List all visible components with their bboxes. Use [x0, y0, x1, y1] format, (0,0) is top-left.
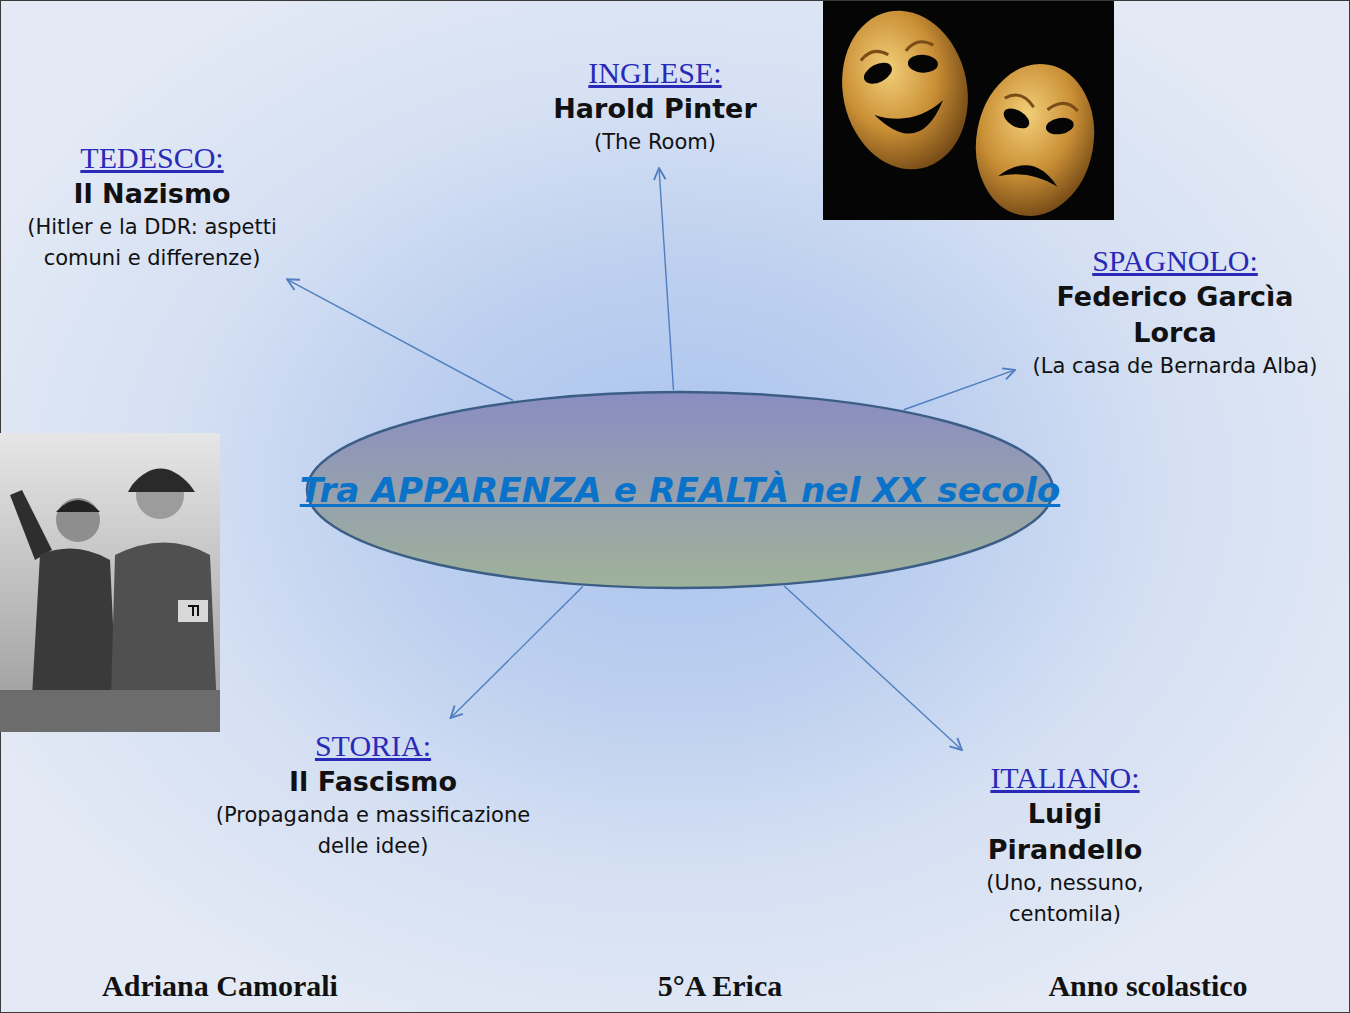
- connector-arrow: [904, 370, 1015, 410]
- subject-heading: ITALIANO:: [960, 760, 1170, 796]
- theatre-masks-picture: [823, 0, 1114, 227]
- connector-arrow: [659, 168, 673, 390]
- footer-label: Adriana Camorali: [102, 968, 338, 1004]
- connector-arrow: [451, 587, 583, 718]
- topic-detail: (Hitler e la DDR: aspetti comuni e diffe…: [27, 212, 277, 274]
- topic-name: Luigi Pirandello: [960, 796, 1170, 868]
- topic-name: Harold Pinter: [495, 91, 815, 127]
- subject-heading: STORIA:: [201, 728, 546, 764]
- historical-photo: [0, 433, 220, 732]
- subject-heading: SPAGNOLO:: [1025, 243, 1325, 279]
- central-ellipse: Tra APPARENZA e REALTÀ nel XX secolo: [305, 390, 1055, 590]
- title-text: Tra APPARENZA e REALTÀ nel XX secolo: [300, 464, 1060, 516]
- subject-heading: TEDESCO:: [27, 140, 277, 176]
- footer-label: Anno scolastico: [1048, 968, 1247, 1004]
- topic-node: TEDESCO:Il Nazismo(Hitler e la DDR: aspe…: [27, 140, 277, 274]
- connector-arrow: [784, 586, 962, 750]
- topic-node: INGLESE:Harold Pinter(The Room): [495, 55, 815, 158]
- topic-name: Il Fascismo: [201, 764, 546, 800]
- topic-detail: (Propaganda e massificazione delle idee): [201, 800, 546, 862]
- connector-arrow: [287, 279, 513, 400]
- topic-node: SPAGNOLO:Federico Garcìa Lorca(La casa d…: [1025, 243, 1325, 382]
- topic-node: ITALIANO:Luigi Pirandello(Uno, nessuno, …: [960, 760, 1170, 930]
- topic-name: Il Nazismo: [27, 176, 277, 212]
- topic-name: Federico Garcìa Lorca: [1025, 279, 1325, 351]
- topic-node: STORIA:Il Fascismo(Propaganda e massific…: [201, 728, 546, 862]
- topic-detail: (The Room): [495, 127, 815, 158]
- topic-detail: (Uno, nessuno, centomila): [960, 868, 1170, 930]
- subject-heading: INGLESE:: [495, 55, 815, 91]
- footer-label: 5°A Erica: [658, 968, 782, 1004]
- topic-detail: (La casa de Bernarda Alba): [1025, 351, 1325, 382]
